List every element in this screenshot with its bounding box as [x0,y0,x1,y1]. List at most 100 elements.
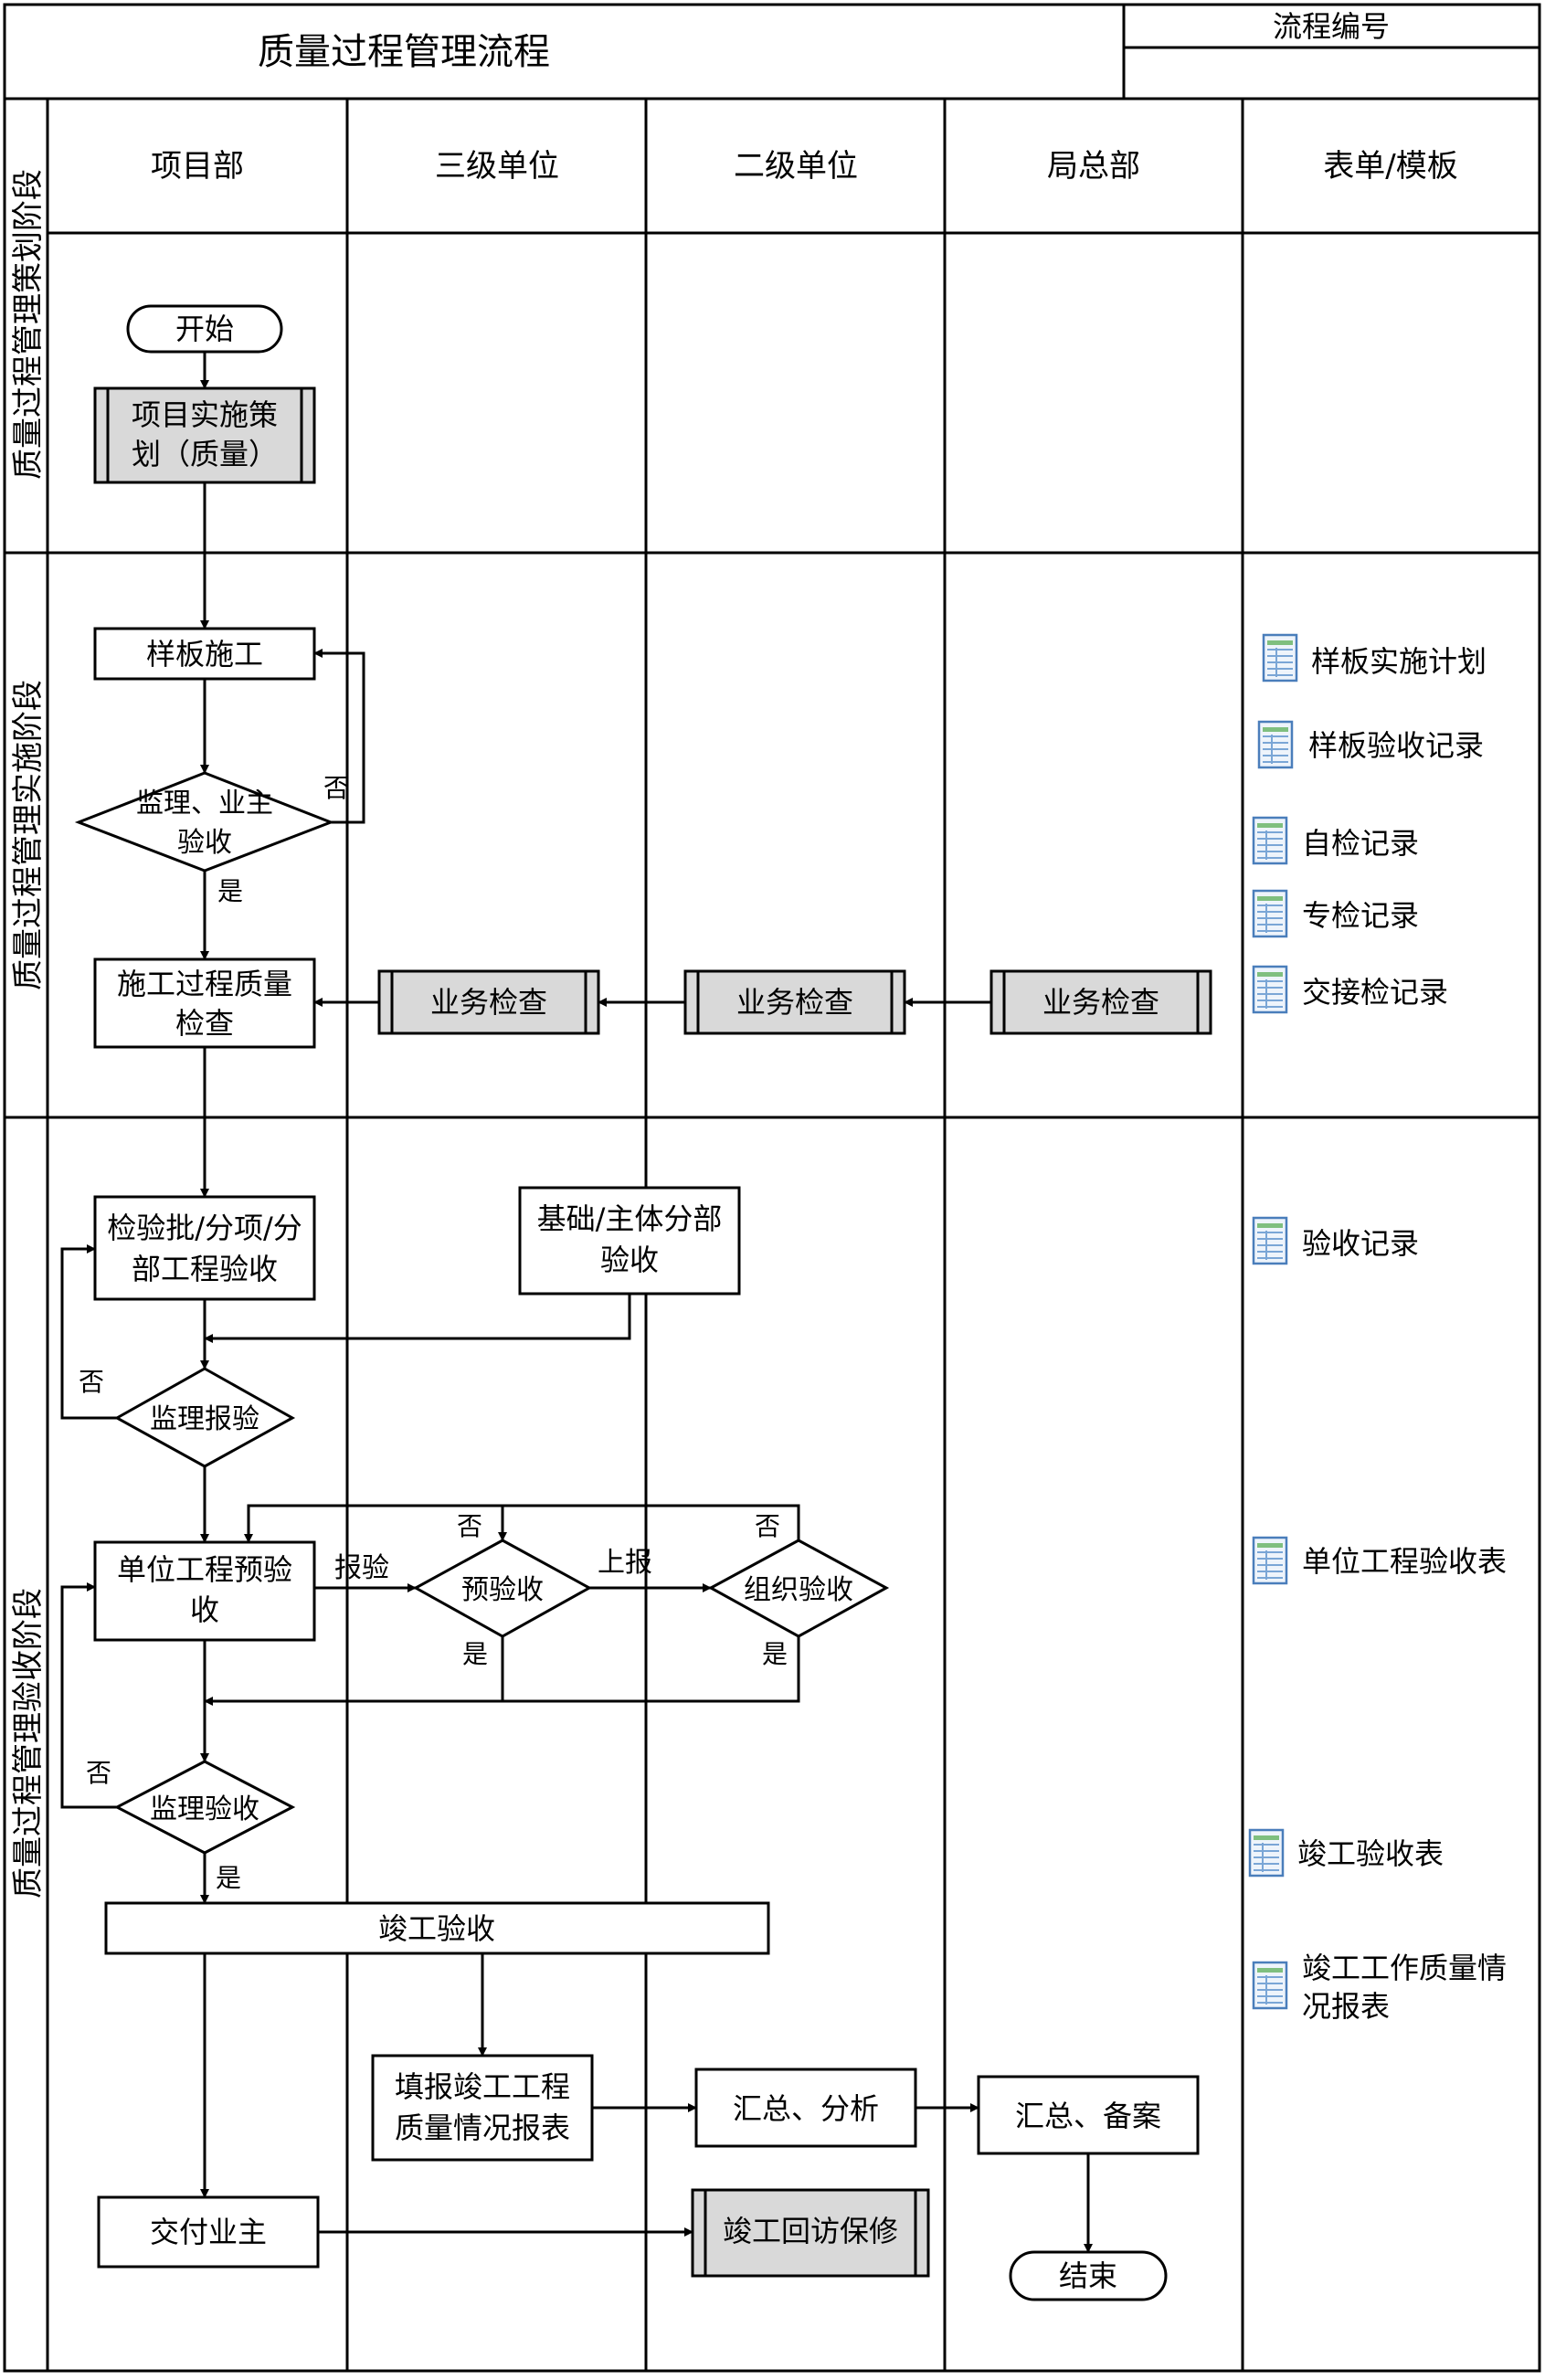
supervisor-report-label: 监理报验 [150,1403,259,1435]
edge-label-report-up: 上报 [598,1547,652,1579]
plan-subprocess: 项目实施策 划（质量） [93,386,316,484]
form-item-acceptance-record[interactable]: 验收记录 [1252,1216,1419,1265]
edge-label-yes-3: 是 [762,1639,788,1669]
form-item-sample-plan[interactable]: 样板实施计划 [1262,633,1487,682]
plan-label-line1: 项目实施策 [132,397,278,432]
sample-build-box: 样板施工 [93,627,316,681]
foundation-label-line1: 基础/主体分部 [537,1201,723,1236]
form-icon [1257,720,1294,769]
biz-check-tier3-label: 业务检查 [430,985,547,1020]
form-label-acceptance-record: 验收记录 [1302,1226,1419,1261]
biz-check-tier2-label: 业务检查 [736,985,853,1020]
column-header-forms: 表单/模板 [1323,148,1457,185]
form-label-completion-quality-line1: 竣工工作质量情 [1302,1951,1507,1985]
phase-label-planning: 质量过程管理策划阶段 [10,169,47,480]
form-label-sample-acceptance: 样板验收记录 [1308,728,1484,763]
process-number-label: 流程编号 [1273,9,1390,44]
start-label: 开始 [175,312,234,346]
form-item-completion-quality-report[interactable]: 竣工工作质量情 况报表 [1252,1951,1507,2024]
edge-label-report-check: 报验 [334,1552,389,1584]
form-item-self-check[interactable]: 自检记录 [1252,816,1419,865]
form-icon [1252,1961,1288,2010]
form-icon [1252,965,1288,1014]
organize-acceptance-decision: 组织验收 [707,1539,890,1638]
end-label: 结束 [1059,2258,1117,2293]
edge-label-no-1: 否 [323,773,349,803]
edge-label-no-3: 否 [457,1511,482,1541]
deliver-owner-box: 交付业主 [97,2195,320,2269]
edge-label-yes-2: 是 [462,1639,488,1669]
form-icon [1262,633,1298,682]
form-item-sample-acceptance[interactable]: 样板验收记录 [1257,720,1484,769]
sample-build-label: 样板施工 [146,637,263,672]
phase-label-implementation: 质量过程管理实施阶段 [10,680,47,990]
unit-pre-label-line1: 单位工程预验 [117,1552,292,1587]
plan-label-line2: 划（质量） [132,437,278,471]
form-label-sample-plan: 样板实施计划 [1311,644,1487,679]
summary-record-label: 汇总、备案 [1015,2099,1161,2133]
form-icon [1252,1536,1288,1585]
phase-label-acceptance: 质量过程管理验收阶段 [10,1588,47,1899]
summary-record-box: 汇总、备案 [977,2075,1200,2155]
deliver-owner-label: 交付业主 [150,2215,267,2249]
foundation-acceptance-box: 基础/主体分部 验收 [518,1186,741,1296]
table-frame [3,3,1541,2373]
pre-acceptance-label: 预验收 [461,1574,544,1606]
supervisor-owner-decision: 监理、业主 验收 [74,771,335,873]
completion-acceptance-box: 竣工验收 [104,1901,770,1955]
revisit-label: 竣工回访保修 [723,2214,898,2248]
process-check-label-line2: 检查 [175,1006,234,1041]
fill-report-label-line2: 质量情况报表 [395,2110,570,2145]
unit-pre-acceptance-box: 单位工程预验 收 [93,1540,316,1642]
edge-label-yes-4: 是 [216,1863,241,1893]
biz-check-hq-label: 业务检查 [1042,985,1159,1020]
start-terminator: 开始 [126,304,283,354]
pre-acceptance-decision: 预验收 [412,1539,593,1638]
form-item-special-check[interactable]: 专检记录 [1252,889,1419,938]
form-icon [1252,889,1288,938]
supervisor-owner-label-line1: 监理、业主 [136,788,273,820]
process-quality-check-box: 施工过程质量 检查 [93,957,316,1049]
fill-report-box: 填报竣工工程 质量情况报表 [371,2054,594,2162]
column-header-tier2-unit: 二级单位 [734,148,858,185]
inspection-batch-label-line1: 检验批/分项/分 [107,1211,302,1245]
supervisor-acceptance-label: 监理验收 [150,1793,259,1825]
summary-analysis-label: 汇总、分析 [733,2091,879,2126]
revisit-subprocess: 竣工回访保修 [691,2188,930,2278]
form-label-self-check: 自检记录 [1302,826,1419,861]
supervisor-report-decision: 监理报验 [113,1367,296,1468]
inspection-batch-label-line2: 部工程验收 [132,1252,278,1286]
form-item-unit-acceptance[interactable]: 单位工程验收表 [1252,1536,1507,1585]
fill-report-label-line1: 填报竣工工程 [395,2069,570,2104]
inspection-batch-box: 检验批/分项/分 部工程验收 [93,1195,316,1301]
foundation-label-line2: 验收 [600,1243,659,1277]
form-icon [1248,1828,1285,1878]
biz-check-hq-subprocess: 业务检查 [989,969,1212,1035]
form-item-completion-acceptance[interactable]: 竣工验收表 [1248,1828,1444,1878]
edge-label-yes-1: 是 [217,876,243,906]
form-label-handover-check: 交接检记录 [1302,975,1448,1010]
form-label-unit-acceptance: 单位工程验收表 [1302,1544,1507,1579]
form-label-completion-acceptance: 竣工验收表 [1297,1836,1444,1871]
column-header-project-dept: 项目部 [151,148,244,185]
biz-check-tier3-subprocess: 业务检查 [377,969,600,1035]
page-title: 质量过程管理流程 [258,31,550,73]
end-terminator: 结束 [1009,2250,1168,2301]
unit-pre-label-line2: 收 [190,1592,219,1627]
summary-analysis-box: 汇总、分析 [694,2068,917,2148]
edge-label-no-2: 否 [79,1367,104,1397]
form-item-handover-check[interactable]: 交接检记录 [1252,965,1448,1014]
column-header-headquarters: 局总部 [1047,148,1140,185]
completion-acceptance-label: 竣工验收 [378,1911,495,1946]
edge-label-no-4: 否 [755,1511,780,1541]
supervisor-owner-label-line2: 验收 [177,827,232,859]
organize-acceptance-label: 组织验收 [744,1574,853,1606]
process-check-label-line1: 施工过程质量 [117,967,292,1001]
edge-label-no-5: 否 [86,1758,111,1788]
biz-check-tier2-subprocess: 业务检查 [683,969,906,1035]
supervisor-acceptance-decision: 监理验收 [113,1760,296,1855]
column-header-tier3-unit: 三级单位 [435,148,559,185]
form-icon [1252,816,1288,865]
